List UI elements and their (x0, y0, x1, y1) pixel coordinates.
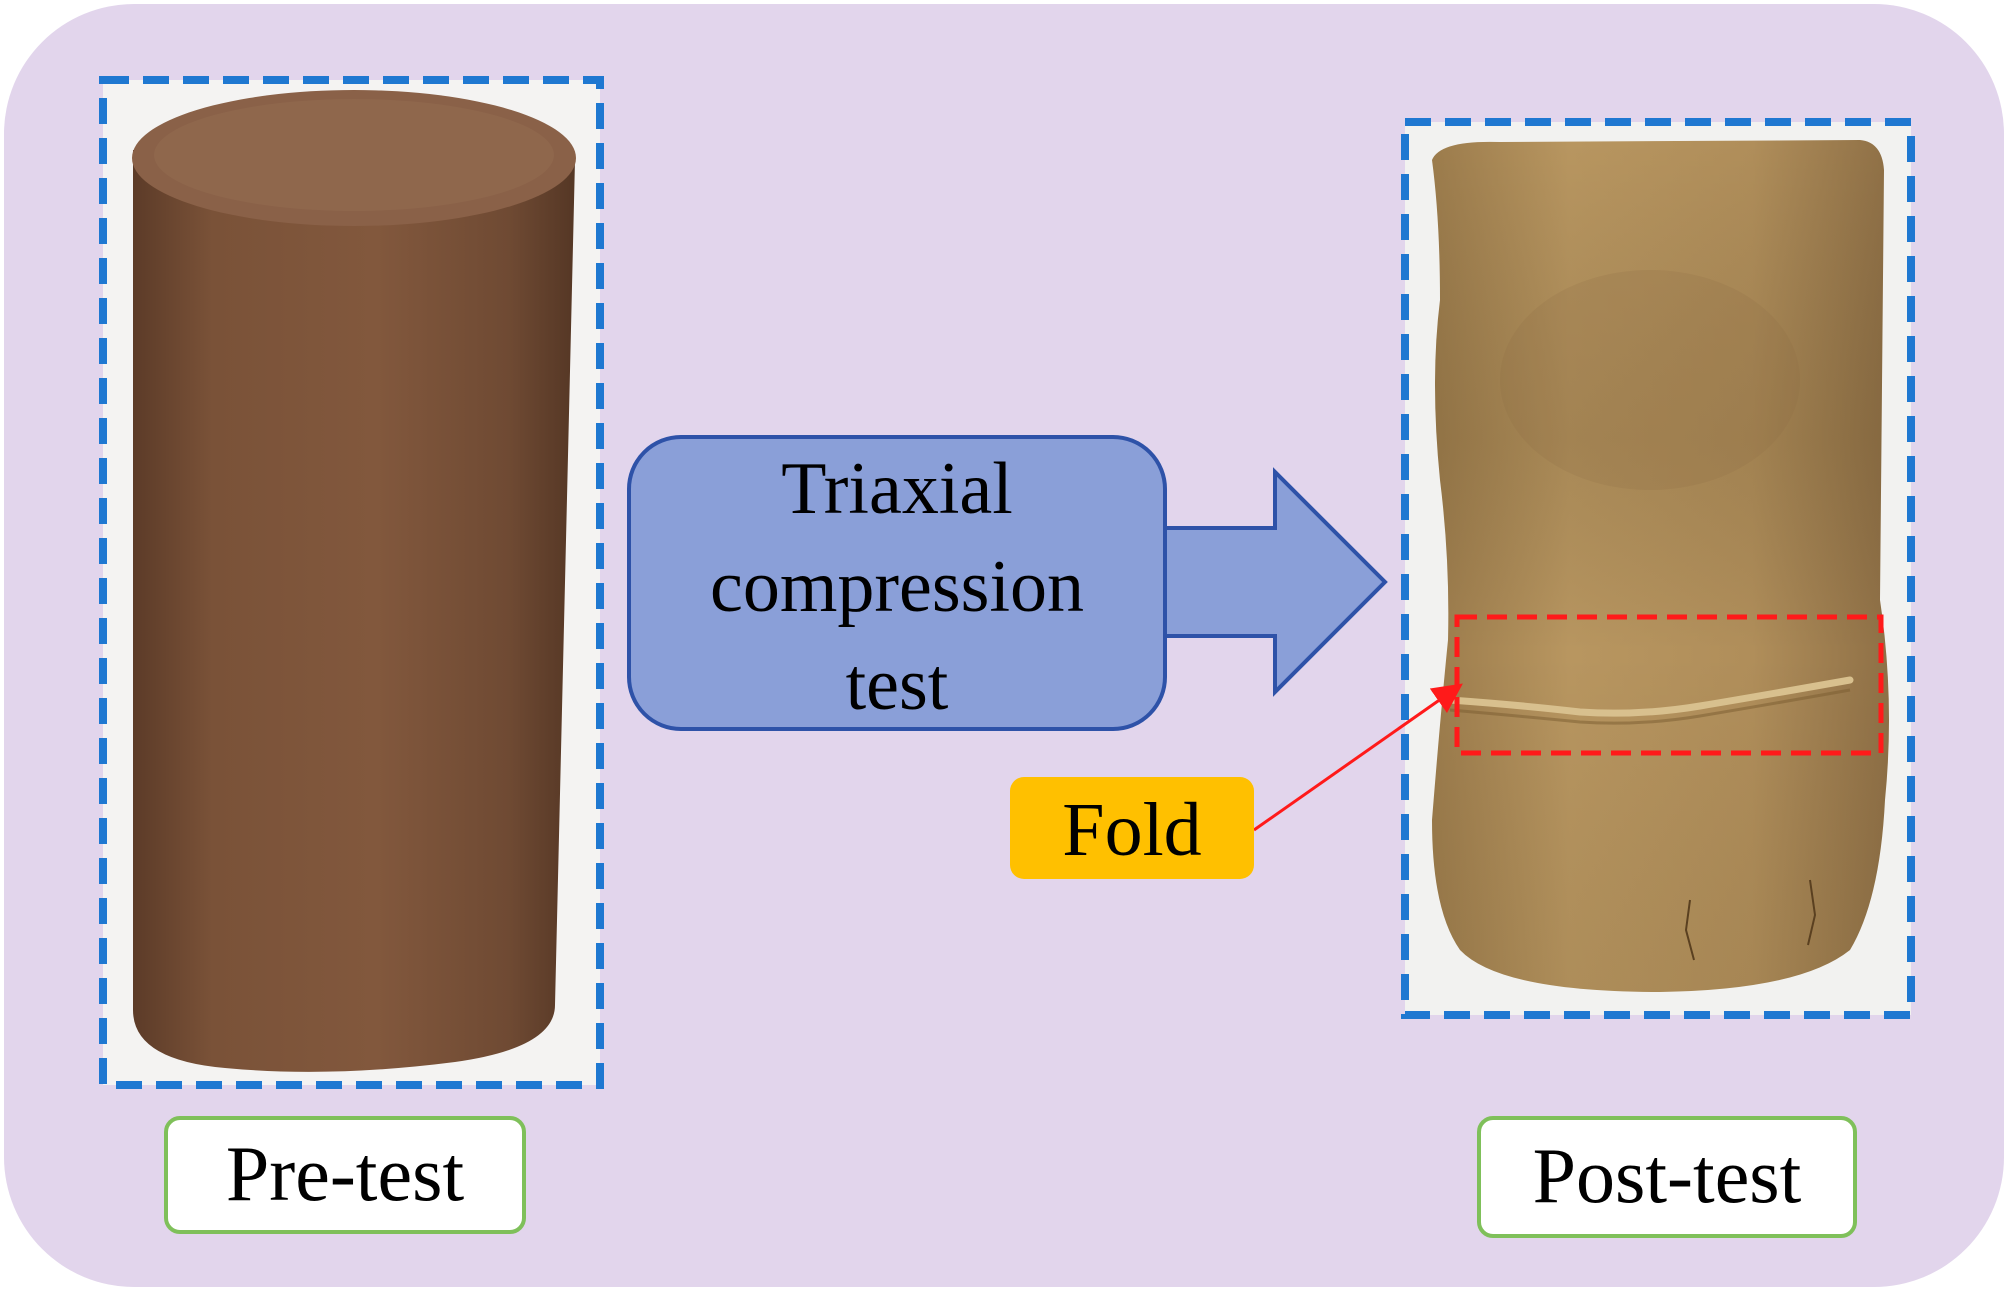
post-test-group (1401, 118, 1915, 1019)
pre-test-group (99, 76, 604, 1089)
process-line-1: Triaxial (781, 448, 1013, 530)
post-test-label-box: Post-test (1477, 1116, 1857, 1238)
pre-test-label-box: Pre-test (164, 1116, 526, 1234)
pre-test-dashed-frame (99, 76, 604, 1089)
process-line-2: compression (710, 546, 1084, 628)
fold-annotation: Fold (1010, 683, 1463, 879)
post-test-dark-patch (1500, 270, 1800, 490)
post-test-specimen-shading (1432, 140, 1889, 992)
post-test-crack-2 (1807, 879, 1817, 946)
pre-test-specimen-body (133, 150, 575, 1072)
pre-test-specimen-top-highlight (154, 99, 554, 211)
pre-test-label: Pre-test (226, 1130, 465, 1217)
process-arrow: Triaxial compression test (627, 435, 1388, 731)
post-test-label: Post-test (1533, 1132, 1802, 1219)
process-box (627, 435, 1167, 731)
post-test-dashed-frame (1401, 118, 1915, 1019)
process-line-3: test (846, 644, 949, 726)
post-test-fold-shadow (1449, 688, 1851, 725)
process-arrow-head (1158, 467, 1388, 697)
fold-label-box (1010, 777, 1254, 879)
fold-label: Fold (1062, 788, 1201, 872)
fold-pointer-arrow (1253, 683, 1463, 832)
post-test-fold-crease (1446, 676, 1854, 717)
post-test-crack-1 (1684, 899, 1695, 961)
